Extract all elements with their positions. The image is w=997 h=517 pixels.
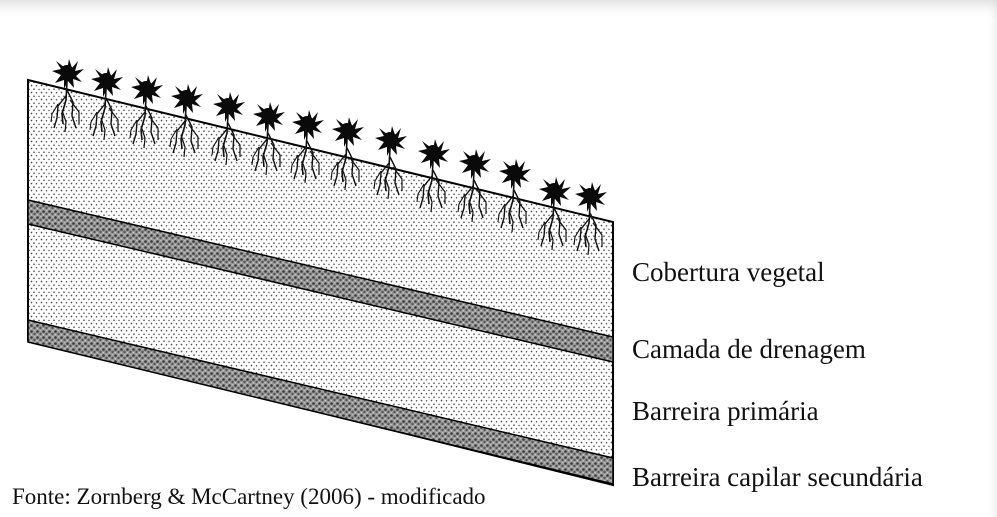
figure-source: Fonte: Zornberg & McCartney (2006) - mod…	[12, 484, 486, 509]
label-primary-barrier: Barreira primária	[632, 396, 819, 426]
drainage-layer	[27, 199, 614, 363]
label-drainage-layer: Camada de drenagem	[632, 334, 866, 364]
capillary-barrier-layer	[27, 319, 614, 485]
label-capillary-barrier: Barreira capilar secundária	[632, 462, 923, 492]
label-vegetation: Cobertura vegetal	[632, 257, 825, 287]
